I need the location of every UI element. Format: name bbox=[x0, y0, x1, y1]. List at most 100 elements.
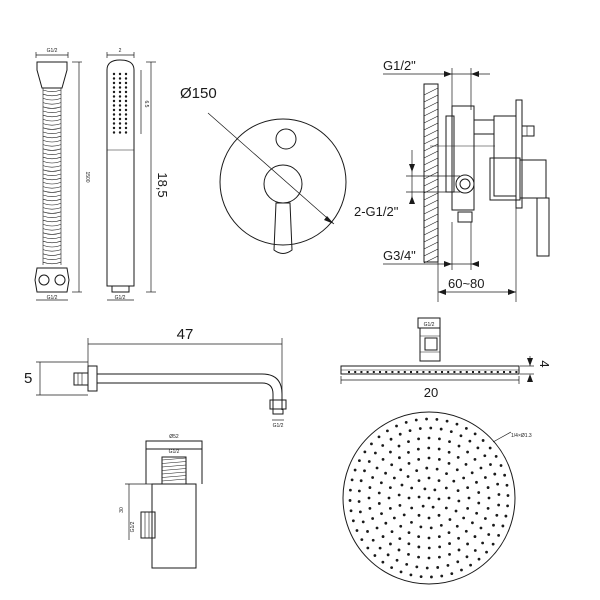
cover-plate bbox=[219, 118, 347, 246]
overhead-shower-top: 1/4×Ø1.3 bbox=[342, 411, 532, 585]
disc-nozzle bbox=[427, 546, 431, 550]
side-nipple bbox=[140, 511, 156, 539]
hose-coil bbox=[42, 219, 62, 223]
disc-nozzle bbox=[438, 555, 441, 559]
head-connector bbox=[111, 285, 130, 293]
hand-nozzle bbox=[112, 86, 116, 89]
disc-nozzle bbox=[494, 455, 498, 458]
wall-outlet: Ø52 G1/2 30 G1/2 bbox=[119, 434, 203, 569]
head-top-label: 2 bbox=[119, 48, 122, 54]
hand-nozzle bbox=[118, 113, 122, 116]
disc-nozzle bbox=[433, 488, 437, 492]
disc-nozzle bbox=[439, 427, 443, 431]
disc-nozzle bbox=[375, 526, 379, 530]
disc-nozzle bbox=[465, 555, 469, 559]
arm-wall-thread bbox=[73, 372, 89, 386]
hose-coil bbox=[42, 249, 62, 252]
disc-nozzle bbox=[457, 536, 460, 540]
hose-coil bbox=[42, 152, 62, 155]
disc-nozzle bbox=[437, 457, 441, 461]
hand-nozzle bbox=[118, 108, 122, 112]
hose-coil bbox=[42, 127, 62, 130]
outlet-top-label: Ø52 bbox=[169, 434, 179, 440]
disc-nozzle bbox=[448, 542, 451, 545]
disc-nozzle bbox=[379, 481, 383, 485]
hose-coil bbox=[42, 165, 62, 168]
disc-nozzle bbox=[410, 486, 414, 490]
diameter-leader bbox=[207, 112, 335, 225]
hand-shower-head: 2 6.5 18,5 G1/2 bbox=[106, 48, 170, 301]
disc-nozzle bbox=[407, 552, 410, 556]
disc-nozzle bbox=[377, 435, 381, 439]
arrowhead bbox=[471, 71, 479, 77]
disc-nozzle bbox=[371, 538, 375, 542]
outlet-thread-line bbox=[161, 464, 187, 468]
hose-coil bbox=[42, 203, 62, 206]
disc-nozzle bbox=[431, 505, 435, 509]
hatch-line bbox=[423, 220, 439, 229]
valve-handle bbox=[536, 197, 550, 257]
disc-nozzle bbox=[462, 476, 466, 480]
arrowhead bbox=[471, 261, 479, 267]
hand-nozzle bbox=[112, 113, 116, 116]
hose-coil bbox=[42, 110, 62, 113]
arrowhead bbox=[444, 261, 452, 267]
disc-nozzle bbox=[493, 472, 497, 476]
disc-nozzle bbox=[427, 556, 431, 560]
disc-nozzle bbox=[361, 520, 365, 524]
disc-nozzle bbox=[425, 466, 429, 470]
side-nozzle bbox=[484, 371, 487, 373]
disc-nozzle bbox=[407, 531, 411, 535]
hose-coil bbox=[42, 194, 62, 197]
arrowhead bbox=[324, 216, 334, 224]
ball-joint-housing bbox=[419, 327, 441, 362]
disc-nozzle bbox=[397, 493, 401, 497]
outlet-threads bbox=[161, 457, 187, 482]
disc-nozzle bbox=[477, 557, 481, 561]
disc-nozzle bbox=[381, 560, 385, 564]
hose-coil bbox=[42, 232, 62, 235]
hose-coil bbox=[42, 144, 62, 147]
side-nozzle bbox=[416, 371, 419, 373]
disc-nozzle bbox=[497, 533, 500, 537]
outlet-thread-line bbox=[161, 457, 187, 461]
disc-nozzle bbox=[390, 530, 394, 534]
disc-nozzle bbox=[486, 507, 490, 510]
disc-nozzle bbox=[348, 488, 352, 492]
side-nozzle bbox=[360, 371, 363, 373]
disc-nozzle bbox=[373, 554, 377, 557]
disc-nozzle bbox=[444, 486, 448, 490]
disc-nozzle bbox=[418, 427, 422, 430]
disc-nozzle bbox=[489, 463, 492, 466]
disc-nozzle bbox=[475, 511, 479, 515]
hand-nozzle bbox=[118, 72, 122, 76]
disc-nozzle bbox=[464, 462, 468, 466]
side-nozzle bbox=[453, 371, 456, 373]
hose-coil bbox=[42, 261, 62, 265]
arrowhead bbox=[409, 196, 415, 204]
hose-coil bbox=[42, 93, 62, 97]
disc-nozzle bbox=[350, 478, 354, 482]
disc-nozzle bbox=[448, 440, 451, 444]
disc-nozzle bbox=[477, 501, 481, 505]
disc-nozzle bbox=[450, 572, 454, 576]
overhead-shower-side: G1/2 4 20 bbox=[340, 317, 552, 400]
disc-nozzle bbox=[460, 568, 463, 572]
arm-outlet-label: G1/2 bbox=[273, 423, 284, 429]
disc-nozzle bbox=[384, 521, 388, 525]
hose-coil bbox=[42, 190, 62, 193]
disc-nozzle bbox=[455, 422, 459, 426]
disc-nozzle bbox=[445, 472, 448, 476]
disc-nozzle bbox=[437, 497, 441, 501]
disc-nozzle bbox=[377, 491, 381, 495]
outlet-side-label-1: 30 bbox=[119, 507, 125, 513]
hand-nozzle bbox=[124, 95, 128, 98]
disc-nozzle bbox=[475, 480, 478, 484]
disc-nozzle bbox=[359, 479, 363, 483]
disc-nozzle bbox=[477, 491, 481, 494]
hand-nozzle bbox=[124, 104, 128, 107]
disc-nozzle bbox=[446, 563, 450, 567]
plate-diameter-label: Ø150 bbox=[180, 85, 217, 102]
wall-section bbox=[423, 83, 439, 263]
hand-nozzle bbox=[124, 99, 128, 103]
